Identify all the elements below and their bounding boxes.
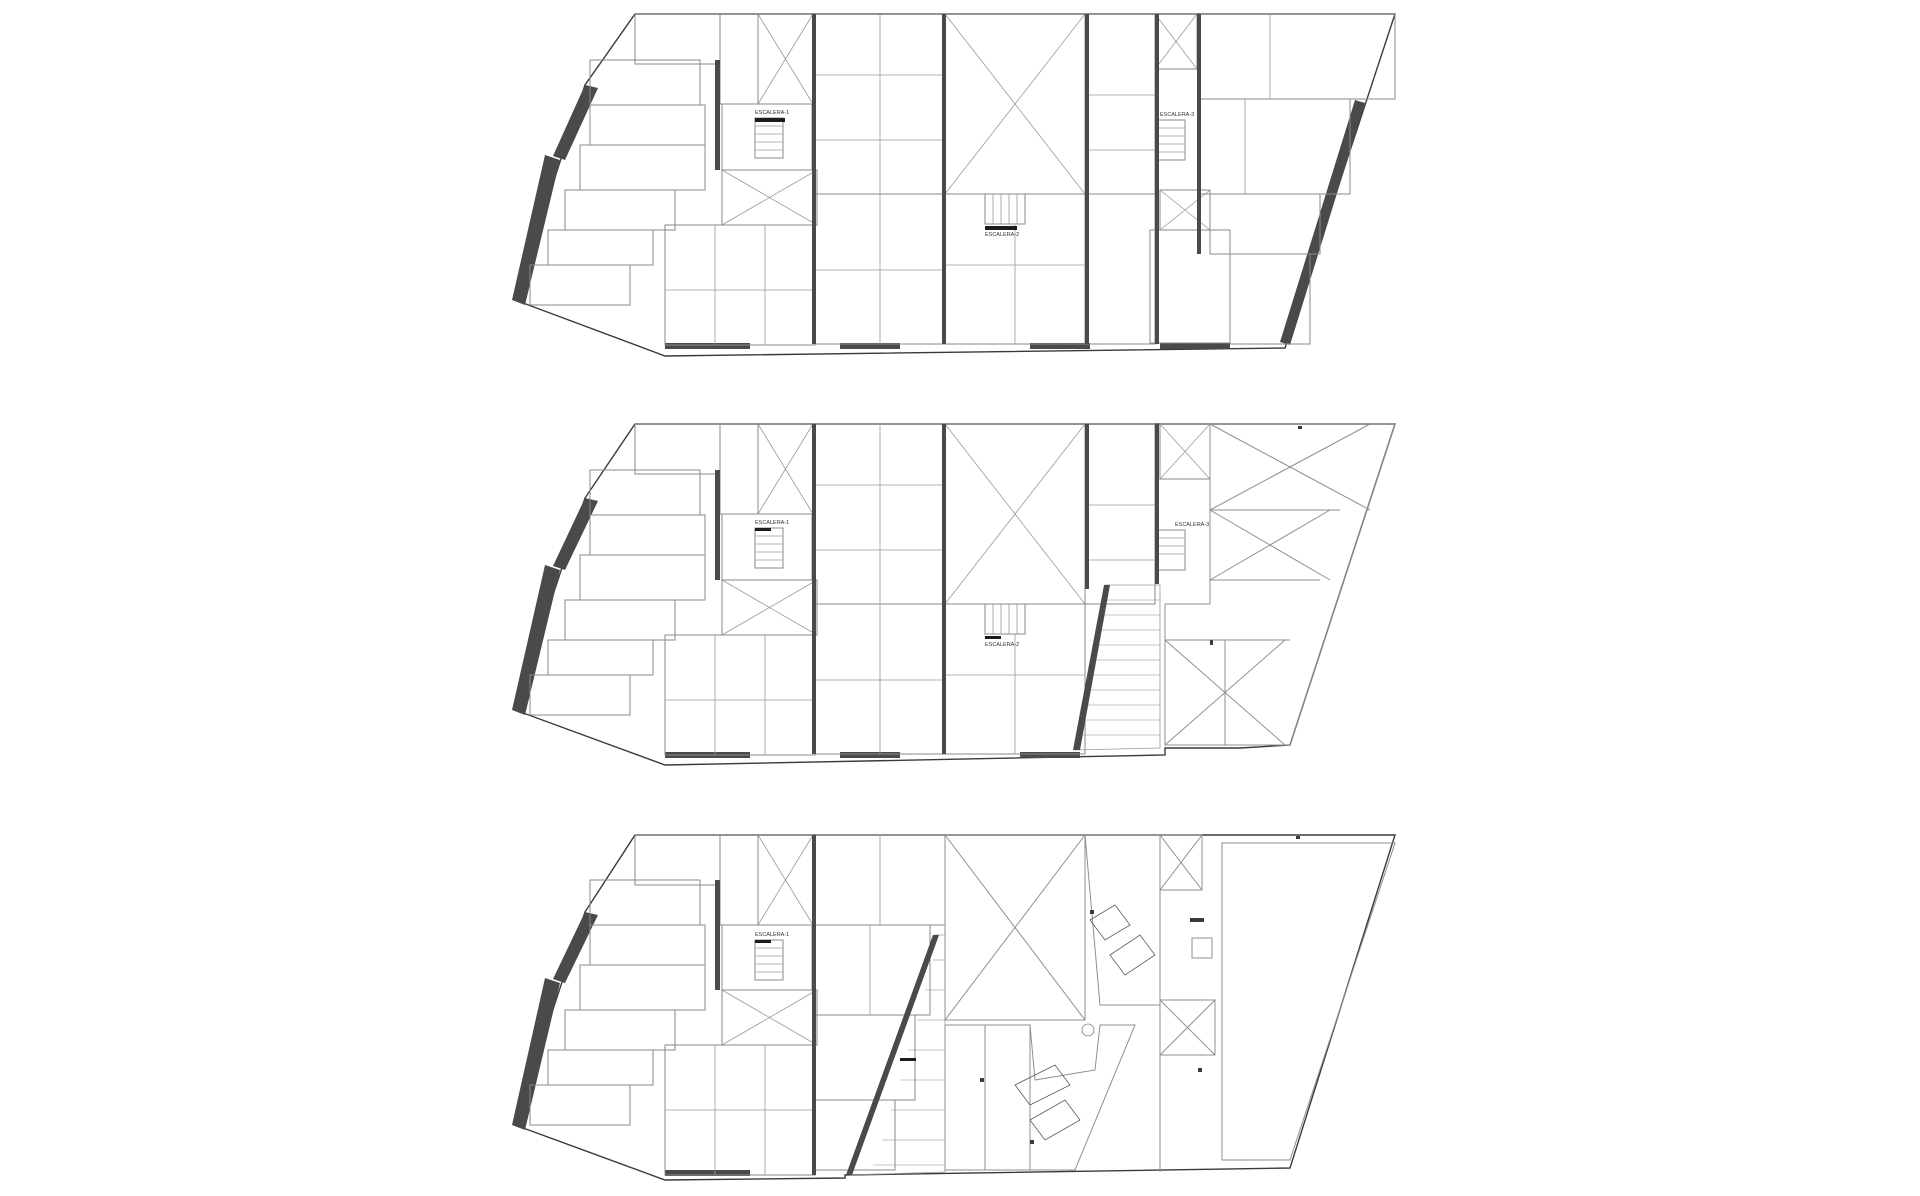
stair-label: ESCALERA-1 xyxy=(755,520,789,526)
stair-label: ESCALERA-3 xyxy=(1160,112,1194,118)
stair-label: ESCALERA-3 xyxy=(1175,522,1209,528)
stair-label: ESCALERA-2 xyxy=(985,642,1019,648)
floor-plan-upper: ESCALERA-1 ESCALERA-2 ESCALERA-3 xyxy=(512,13,1396,357)
stair-label: ESCALERA-1 xyxy=(755,932,789,938)
stair-label: ESCALERA-1 xyxy=(755,110,789,116)
floor-plan-middle: ESCALERA-1 ESCALERA-2 ESCALERA-3 xyxy=(512,423,1396,766)
floor-plan-lower: ESCALERA-1 xyxy=(512,834,1396,1181)
stair-label: ESCALERA-2 xyxy=(985,232,1019,238)
